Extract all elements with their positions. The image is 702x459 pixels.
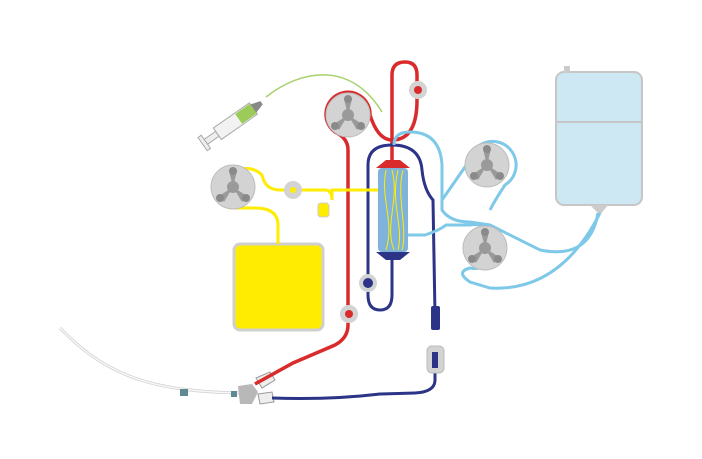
replacement-line bbox=[221, 167, 378, 244]
dialysate-pump bbox=[462, 225, 508, 271]
catheter-clamp bbox=[180, 389, 188, 396]
venous-line bbox=[366, 143, 437, 316]
dialysate-bag bbox=[555, 71, 643, 206]
venous-limb-connector bbox=[257, 391, 275, 405]
syringe-line bbox=[265, 74, 383, 113]
replacement-port bbox=[317, 202, 330, 218]
replacement-clamp bbox=[284, 181, 302, 199]
pre-filter-pressure-pod bbox=[409, 81, 427, 99]
venous-pressure-pod bbox=[359, 274, 377, 292]
syringe bbox=[197, 101, 263, 152]
effluent-line bbox=[392, 130, 600, 254]
replacement-bag bbox=[232, 242, 325, 332]
replacement-pump bbox=[210, 164, 256, 210]
catheter-hub bbox=[238, 384, 258, 404]
catheter-clamp bbox=[231, 391, 237, 397]
hemofilter bbox=[376, 160, 410, 260]
blood-pump bbox=[325, 92, 371, 138]
venous-return-line bbox=[271, 370, 437, 400]
venous-connector bbox=[431, 306, 440, 330]
effluent-pump bbox=[464, 142, 510, 188]
arterial-pressure-pod bbox=[340, 305, 358, 323]
